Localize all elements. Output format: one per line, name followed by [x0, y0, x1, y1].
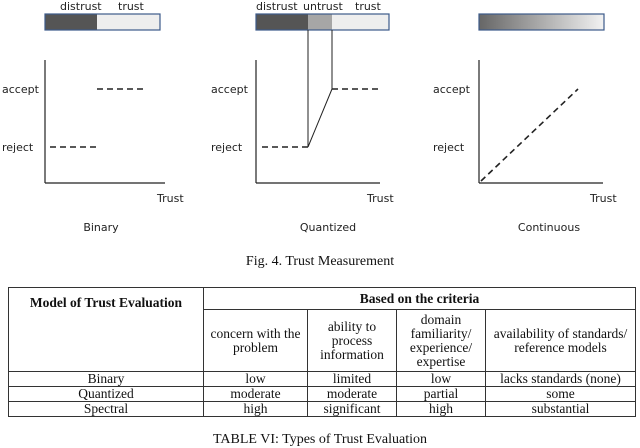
- x-label-trust: Trust: [589, 192, 617, 205]
- model-cell: Quantized: [8, 386, 204, 402]
- table-cell: low: [203, 371, 308, 387]
- x-label-trust: Trust: [156, 192, 184, 205]
- bar-label-trust: trust: [355, 0, 382, 13]
- y-label-reject: reject: [2, 141, 34, 154]
- bar-label-trust: trust: [118, 0, 145, 13]
- panel-title-binary: Binary: [83, 221, 119, 234]
- table-cell: significant: [307, 401, 397, 417]
- continuous-dashed-line: [480, 88, 579, 182]
- y-label-accept: accept: [433, 83, 471, 96]
- column-header-familiarity: domain familiarity/ experience/ expertis…: [396, 309, 486, 372]
- table-cell: some: [485, 386, 636, 402]
- trust-measurement-figure: distrust trust accept reject Trust Binar…: [2, 0, 617, 234]
- table-row: Binary low limited low lacks standards (…: [8, 371, 636, 387]
- table-cell: lacks standards (none): [485, 371, 636, 387]
- panel-title-quantized: Quantized: [300, 221, 356, 234]
- trust-evaluation-table: Model of Trust Evaluation Based on the c…: [8, 287, 636, 417]
- measure-bar-border: [255, 13, 390, 31]
- column-header-ability: ability to process information: [307, 309, 397, 372]
- column-header-standards: availability of standards/ reference mod…: [485, 309, 636, 372]
- gradient-measure-bar: [478, 13, 605, 31]
- bar-segment-trust: [332, 14, 389, 30]
- panel-title-continuous: Continuous: [518, 221, 580, 234]
- panel-quantized: distrust untrust trust accept reject Tru…: [211, 0, 394, 234]
- bar-segment-trust: [97, 14, 160, 30]
- bar-label-distrust: distrust: [256, 0, 298, 13]
- row-header: Model of Trust Evaluation: [8, 287, 204, 372]
- bar-label-untrust: untrust: [303, 0, 343, 13]
- model-cell: Spectral: [8, 401, 204, 417]
- table-cell: moderate: [307, 386, 397, 402]
- table-cell: partial: [396, 386, 486, 402]
- y-label-accept: accept: [211, 83, 249, 96]
- y-label-reject: reject: [211, 141, 243, 154]
- table-cell: high: [203, 401, 308, 417]
- figure-caption: Fig. 4. Trust Measurement: [245, 254, 395, 269]
- figure-svg: distrust trust accept reject Trust Binar…: [2, 0, 617, 234]
- panel-binary: distrust trust accept reject Trust Binar…: [2, 0, 184, 234]
- model-cell: Binary: [8, 371, 204, 387]
- table-cell: limited: [307, 371, 397, 387]
- bar-segment-distrust: [256, 14, 308, 30]
- bar-label-distrust: distrust: [60, 0, 102, 13]
- y-label-accept: accept: [2, 83, 40, 96]
- x-label-trust: Trust: [366, 192, 394, 205]
- table-cell: high: [396, 401, 486, 417]
- table-cell: substantial: [485, 401, 636, 417]
- bar-segment-untrust: [308, 14, 332, 30]
- transition-line: [307, 88, 333, 148]
- table-cell: low: [396, 371, 486, 387]
- table-caption: TABLE VI: Types of Trust Evaluation: [213, 432, 427, 447]
- y-label-reject: reject: [433, 141, 465, 154]
- panel-continuous: accept reject Trust Continuous: [433, 13, 617, 234]
- group-header: Based on the criteria: [203, 287, 636, 310]
- table-row: Quantized moderate moderate partial some: [8, 386, 636, 402]
- measure-bar-border: [44, 13, 161, 31]
- bar-segment-distrust: [45, 14, 97, 30]
- column-header-concern: concern with the problem: [203, 309, 308, 372]
- table-cell: moderate: [203, 386, 308, 402]
- table-row: Spectral high significant high substanti…: [8, 401, 636, 417]
